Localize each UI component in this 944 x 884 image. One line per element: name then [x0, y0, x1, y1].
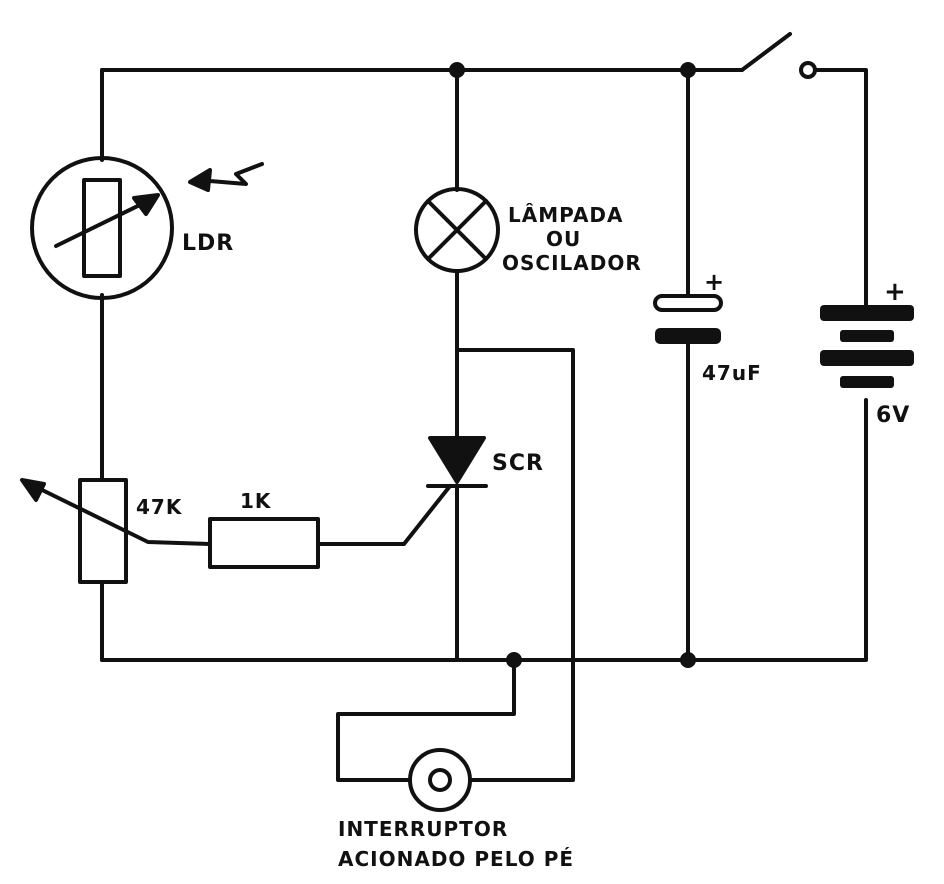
- scr-diode-icon: [428, 436, 486, 484]
- battery-top-wire: [813, 68, 868, 307]
- scr-gate-wire: [316, 484, 452, 546]
- pot-label: 47K: [136, 495, 183, 519]
- battery-label: 6V: [876, 403, 910, 428]
- power-switch-contact: [799, 61, 817, 79]
- battery-6v: [820, 305, 914, 388]
- pot-wiper-wire: [28, 482, 212, 546]
- resistor-label: 1K: [240, 489, 272, 513]
- light-symbol: [196, 162, 264, 186]
- scr-label: SCR: [492, 451, 544, 476]
- lamp-label-2: OU: [546, 227, 581, 251]
- lamp-cross-b: [426, 199, 488, 261]
- lamp-label-1: LÂMPADA: [508, 203, 624, 227]
- potentiometer-47k: [78, 478, 128, 584]
- footswitch-inner: [428, 768, 452, 792]
- footswitch-ground-wire: [336, 658, 516, 782]
- footswitch-label-2: ACIONADO PELO PÉ: [338, 847, 574, 871]
- pot-arrowhead: [20, 478, 46, 502]
- lamp-icon: [414, 187, 500, 273]
- ldr-body: [30, 156, 174, 300]
- capacitor-plus-label: +: [704, 268, 725, 296]
- junction-dot: [680, 652, 696, 668]
- footswitch-bypass-wire: [455, 348, 575, 782]
- light-arrowhead: [188, 168, 212, 192]
- battery-plus-label: +: [884, 277, 907, 307]
- ldr-variable-arrow: [54, 198, 152, 248]
- lamp-label-3: OSCILADOR: [502, 251, 642, 275]
- footswitch-outer: [408, 748, 472, 812]
- resistor-1k: [208, 517, 320, 569]
- ldr-resistor: [82, 178, 122, 278]
- junction-dot: [680, 62, 696, 78]
- ldr-label: LDR: [182, 231, 234, 256]
- footswitch-label-1: INTERRUPTOR: [338, 817, 508, 841]
- bottom-rail-wire: [100, 398, 868, 662]
- ldr-arrowhead: [132, 193, 160, 216]
- junction-dot: [449, 62, 465, 78]
- capacitor-label: 47uF: [702, 361, 762, 385]
- junction-dot: [506, 652, 522, 668]
- capacitor-47uf: [653, 294, 723, 344]
- power-switch-lever: [740, 32, 792, 72]
